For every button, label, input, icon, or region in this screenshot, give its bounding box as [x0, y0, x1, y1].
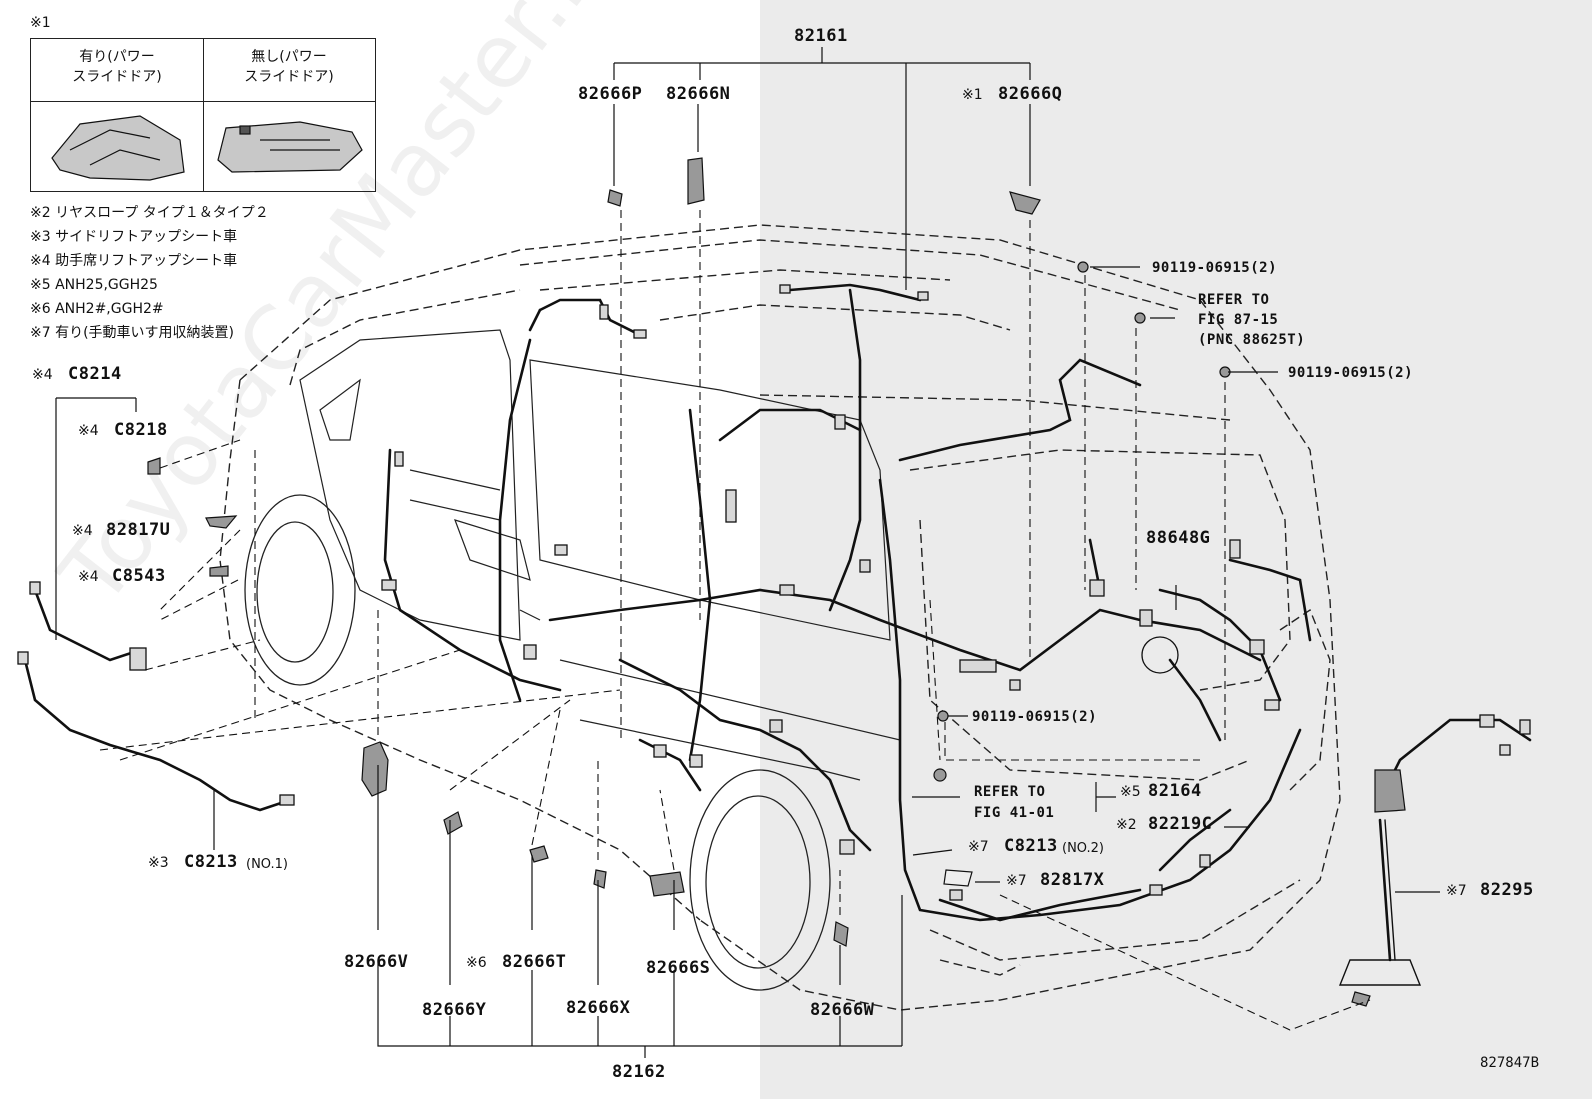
mark-C8214: ※4	[32, 367, 53, 383]
label-82666T: 82666T	[502, 952, 567, 972]
refer-87-line3: (PNC 88625T)	[1198, 332, 1306, 348]
shaded-background	[760, 0, 1592, 1099]
mark-82817U: ※4	[72, 523, 93, 539]
label-C8218: C8218	[114, 420, 168, 440]
legend-table: 有り(パワー スライドドア) 無し(パワー スライドドア)	[30, 38, 376, 192]
mark-82666Q: ※1	[962, 87, 983, 103]
label-C8214: C8214	[68, 364, 122, 384]
label-C8213-2: C8213	[1004, 836, 1058, 856]
mark-82295: ※7	[1446, 883, 1467, 899]
refer-41-line1: REFER TO	[974, 784, 1046, 800]
label-82162: 82162	[612, 1062, 666, 1082]
leader-lines	[55, 47, 1440, 1058]
note-7: ※7 有り(手動車いす用収納装置)	[30, 325, 235, 341]
grommets	[147, 157, 1406, 1007]
label-82666N: 82666N	[666, 84, 731, 104]
refer-87-line2: FIG 87-15	[1198, 312, 1279, 328]
label-82164: 82164	[1148, 781, 1202, 801]
label-82666W: 82666W	[810, 1000, 875, 1020]
label-82666V: 82666V	[344, 952, 409, 972]
vehicle-panels	[299, 329, 901, 781]
rear-wheel	[689, 769, 831, 991]
dashed-leaders	[99, 210, 1371, 1031]
legend-col-without: 無し(パワー スライドドア)	[244, 49, 334, 85]
mark-C8543: ※4	[78, 569, 99, 585]
note-3: ※3 サイドリフトアップシート車	[30, 229, 238, 245]
mark-82164: ※5	[1120, 784, 1141, 800]
label-82666X: 82666X	[566, 998, 631, 1018]
suffix-C8213-1: (NO.1)	[246, 857, 288, 872]
label-90119-a: 90119-06915(2)	[1152, 260, 1278, 276]
label-82161: 82161	[794, 26, 848, 46]
label-82666Q: 82666Q	[998, 84, 1063, 104]
label-88648G: 88648G	[1146, 528, 1211, 548]
front-wheel	[244, 494, 356, 686]
vehicle-body-outline	[219, 224, 1341, 1011]
legend-ref-mark: ※1	[30, 15, 51, 31]
label-82666P: 82666P	[578, 84, 643, 104]
mark-82219C: ※2	[1116, 817, 1137, 833]
label-C8543: C8543	[112, 566, 166, 586]
legend-thumbnails	[51, 115, 363, 181]
label-82219C: 82219C	[1148, 814, 1213, 834]
label-90119-c: 90119-06915(2)	[972, 709, 1098, 725]
label-82817X: 82817X	[1040, 870, 1105, 890]
refer-41-line2: FIG 41-01	[974, 805, 1055, 821]
label-82817U: 82817U	[106, 520, 171, 540]
note-2: ※2 リヤスロープ タイプ１＆タイプ２	[30, 205, 269, 221]
mark-C8213-2: ※7	[968, 839, 989, 855]
label-82295: 82295	[1480, 880, 1534, 900]
label-82666S: 82666S	[646, 958, 711, 978]
label-90119-b: 90119-06915(2)	[1288, 365, 1414, 381]
note-6: ※6 ANH2#,GGH2#	[30, 301, 164, 317]
note-5: ※5 ANH25,GGH25	[30, 277, 158, 293]
mark-C8213-1: ※3	[148, 855, 169, 871]
note-4: ※4 助手席リフトアップシート車	[30, 253, 238, 269]
refer-87-line1: REFER TO	[1198, 292, 1270, 308]
connectors	[17, 284, 1531, 901]
label-82666Y: 82666Y	[422, 1000, 487, 1020]
mark-C8218: ※4	[78, 423, 99, 439]
mark-82666T: ※6	[466, 955, 487, 971]
label-C8213-1: C8213	[184, 852, 238, 872]
suffix-C8213-2: (NO.2)	[1062, 841, 1104, 856]
figure-id: 827847B	[1480, 1055, 1540, 1071]
mark-82817X: ※7	[1006, 873, 1027, 889]
legend-col-with: 有り(パワー スライドドア)	[72, 49, 162, 85]
